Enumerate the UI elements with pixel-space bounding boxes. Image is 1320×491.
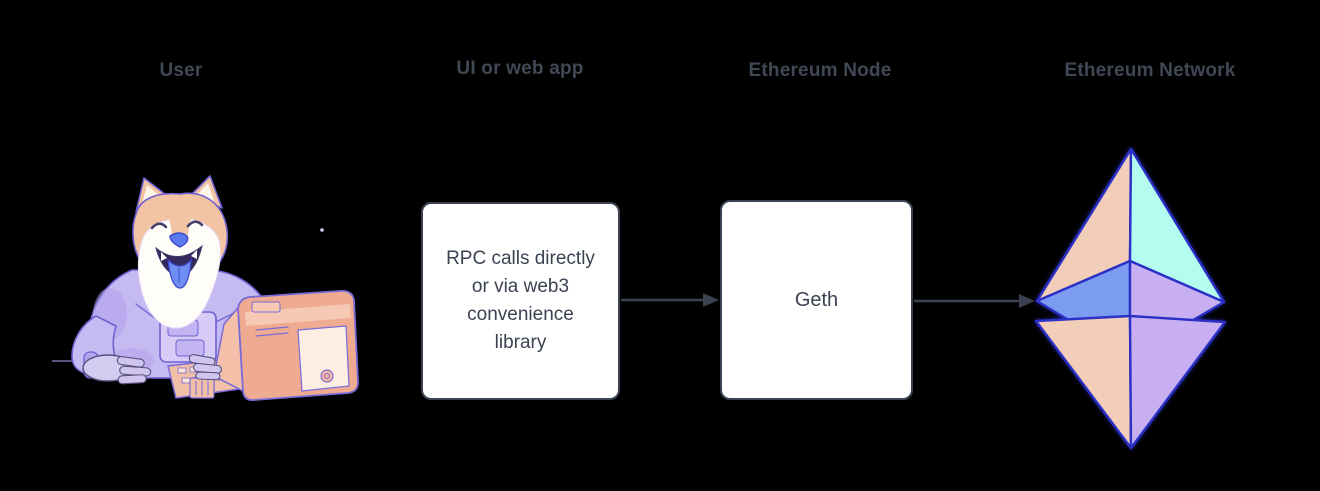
- retro-computer-icon: [167, 290, 359, 401]
- star-dot-icon: [320, 228, 324, 232]
- eth-bottom-right-face: [1128, 314, 1227, 450]
- heading-ui-or-web-app: UI or web app: [456, 58, 584, 79]
- rpc-box-line: convenience: [467, 304, 574, 325]
- computer-back-panel: [297, 325, 350, 392]
- doge-right-eye: [186, 220, 204, 228]
- ethereum-node-box: Geth: [720, 200, 913, 400]
- heading-ethereum-node: Ethereum Node: [748, 60, 892, 81]
- eth-bottom-left-face: [1034, 314, 1133, 450]
- heading-user: User: [159, 60, 203, 81]
- doge-left-eye: [150, 222, 168, 230]
- arrowhead-node-to-network-icon: [1019, 294, 1035, 308]
- ui-web-app-box: RPC calls directly or via web3 convenien…: [421, 202, 620, 400]
- rpc-box-line: or via web3: [471, 276, 570, 297]
- geth-box-label: Geth: [794, 288, 839, 311]
- ethereum-logo-icon: [1034, 147, 1227, 450]
- arrowhead-ui-to-node-icon: [703, 293, 719, 307]
- rpc-box-line: RPC calls directly: [446, 248, 595, 269]
- heading-ethereum-network: Ethereum Network: [1064, 60, 1236, 81]
- rpc-box-line: library: [494, 332, 547, 353]
- doge-nose: [169, 232, 189, 248]
- doge-astronaut-at-computer-icon: [52, 175, 359, 401]
